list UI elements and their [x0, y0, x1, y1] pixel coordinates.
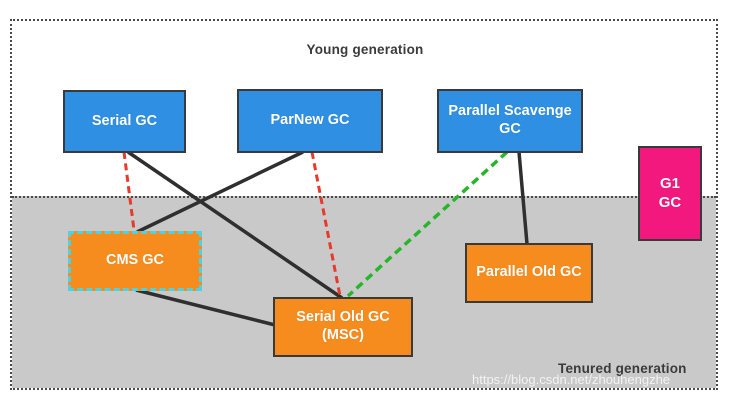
node-cms-gc: CMS GC [68, 231, 202, 291]
tenured-generation-region [12, 196, 716, 388]
node-parnew-gc: ParNew GC [237, 89, 383, 153]
node-label: CMS GC [106, 252, 164, 269]
node-serial-old-gc: Serial Old GC (MSC) [273, 297, 413, 357]
node-label: GC [499, 121, 521, 137]
node-parallel-old-gc: Parallel Old GC [465, 243, 593, 303]
node-parallel-scavenge-gc: Parallel Scavenge GC [437, 89, 583, 153]
node-label: G1 [659, 175, 680, 193]
node-label: Parallel Scavenge [448, 103, 572, 120]
node-label: ParNew GC [270, 112, 350, 129]
young-generation-label: Young generation [306, 42, 424, 57]
node-label: (MSC) [322, 327, 364, 343]
node-label: Serial Old GC [296, 309, 390, 326]
node-label: Parallel Old GC [476, 264, 582, 281]
csdn-watermark: https://blog.csdn.net/zhouhengzhe [472, 372, 671, 387]
node-label: GC [658, 193, 682, 211]
tenured-generation-label: Tenured generation [558, 361, 687, 376]
node-serial-gc: Serial GC [63, 90, 186, 153]
node-label: Serial GC [91, 112, 158, 129]
node-g1-gc: G1 GC [638, 146, 702, 241]
